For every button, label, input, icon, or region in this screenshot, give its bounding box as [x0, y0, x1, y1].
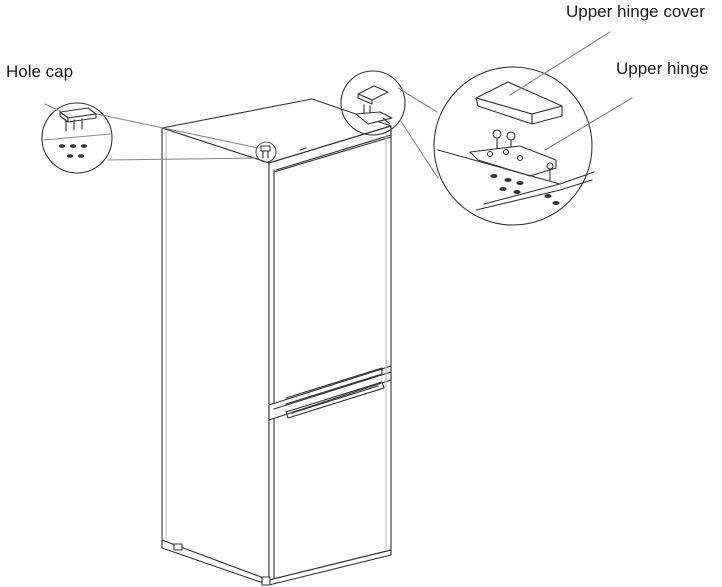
upper-hinge-detail-circle	[433, 66, 593, 226]
lower-door-handle	[285, 381, 385, 419]
hole-cap-on-fridge	[255, 141, 277, 163]
hinge-connector	[397, 87, 438, 113]
hole-cap-detail-circle	[41, 102, 113, 174]
hole-cap-connector	[107, 157, 259, 161]
hole-cap-leader	[44, 103, 63, 113]
fridge-foot	[261, 576, 271, 586]
upper-hinge-cover-label: Upper hinge cover	[566, 2, 705, 21]
refrigerator	[161, 98, 392, 586]
fridge-front	[268, 125, 392, 581]
hinge-bracket-shape	[469, 145, 557, 177]
upper-hinge-label: Upper hinge	[616, 59, 709, 78]
hinge-on-fridge	[340, 70, 406, 136]
hinge-connector	[399, 119, 439, 179]
upper-hinge-leader	[544, 97, 633, 151]
upper-hinge-detail	[433, 66, 595, 226]
door-split	[268, 365, 392, 421]
hole-cap-label: Hole cap	[6, 62, 74, 81]
hole-cap-connector	[96, 113, 259, 149]
hole-cap-detail	[41, 102, 113, 174]
connector-lines	[44, 31, 633, 179]
upper-door-handle	[285, 367, 383, 405]
upper-hinge-cover-leader	[509, 31, 611, 96]
fridge-foot	[173, 543, 183, 551]
fridge-left-side	[161, 127, 270, 581]
